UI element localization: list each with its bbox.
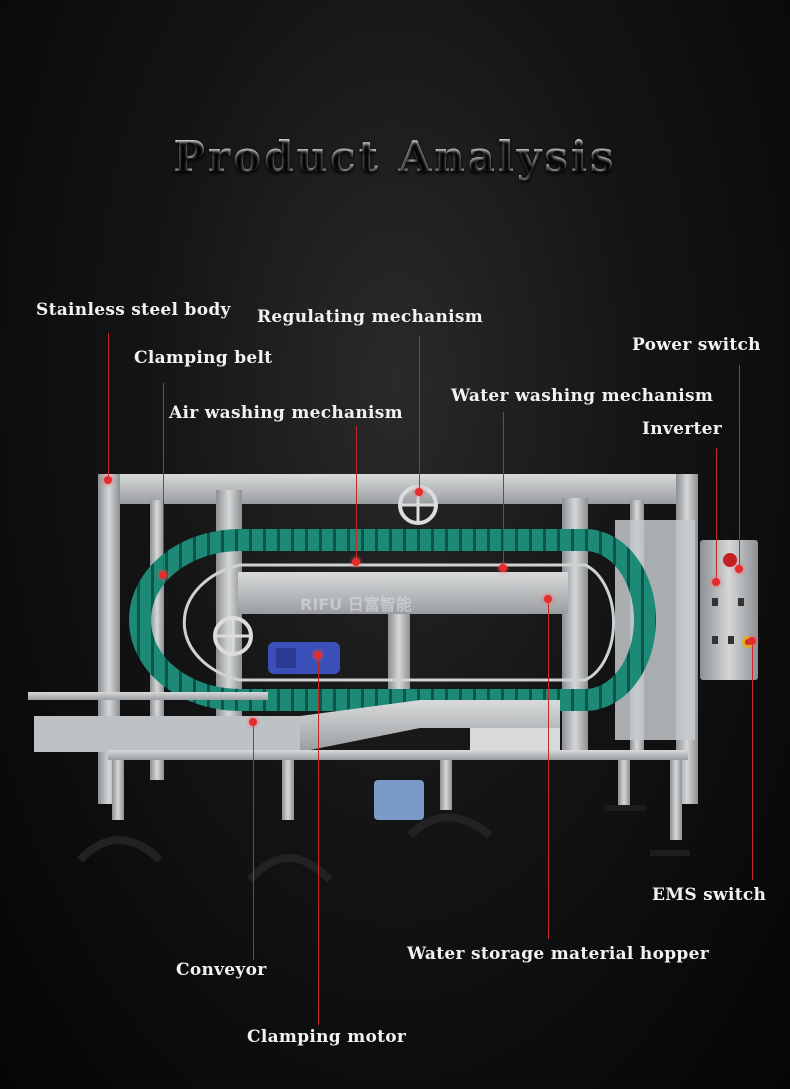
middle-beam: [238, 572, 568, 614]
label-water-storage-material-hopper: Water storage material hopper: [407, 944, 709, 964]
marker-dot: [159, 571, 167, 579]
marker-dot: [249, 718, 257, 726]
marker-dot: [415, 488, 423, 496]
label-clamping-motor: Clamping motor: [247, 1027, 407, 1047]
label-water-washing-mechanism: Water washing mechanism: [451, 386, 714, 406]
marker-dot: [352, 558, 360, 566]
label-stainless-steel-body: Stainless steel body: [36, 300, 231, 320]
label-ems-switch: EMS switch: [652, 885, 767, 905]
label-regulating-mechanism: Regulating mechanism: [257, 307, 484, 327]
marker-dot: [104, 476, 112, 484]
marker-dot: [735, 565, 743, 573]
label-air-washing-mechanism: Air washing mechanism: [169, 403, 403, 423]
svg-text:RIFU 日富智能: RIFU 日富智能: [300, 595, 412, 614]
marker-dot: [544, 595, 552, 603]
marker-dot: [499, 564, 507, 572]
marker-dot: [712, 578, 720, 586]
top-frame-beam: [98, 474, 698, 504]
marker-dot: [748, 637, 756, 645]
handwheel-left: [213, 616, 253, 656]
label-inverter: Inverter: [642, 419, 722, 439]
label-clamping-belt: Clamping belt: [134, 348, 273, 368]
page-title: Product Analysis: [0, 132, 790, 181]
label-power-switch: Power switch: [632, 335, 761, 355]
label-conveyor: Conveyor: [176, 960, 267, 980]
marker-dot: [314, 651, 322, 659]
